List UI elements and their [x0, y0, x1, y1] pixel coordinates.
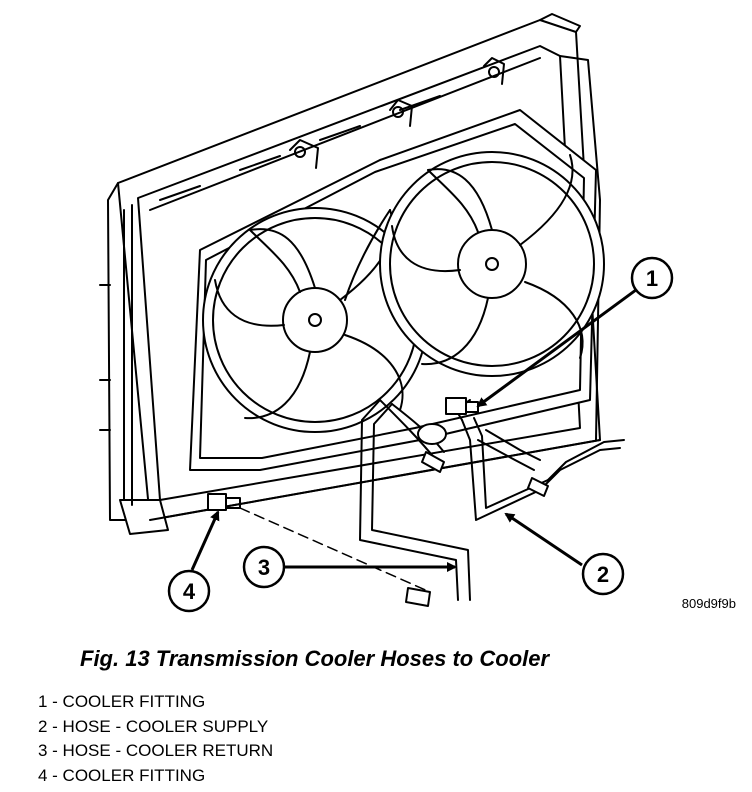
lower-cooler-fitting: [207, 493, 241, 511]
legend-item: 2 - HOSE - COOLER SUPPLY: [38, 716, 269, 736]
callout-4: 4: [167, 510, 220, 613]
callout-2-number: 2: [597, 562, 609, 587]
cooler-hoses: [359, 399, 625, 607]
figure-caption: Fig. 13 Transmission Cooler Hoses to Coo…: [80, 646, 550, 671]
callout-4-number: 4: [183, 579, 196, 604]
callout-1: 1: [476, 256, 674, 408]
callout-2: 2: [504, 512, 625, 596]
callout-3: 3: [242, 545, 457, 589]
legend-item: 4 - COOLER FITTING: [38, 765, 206, 785]
callout-3-number: 3: [258, 555, 270, 580]
legend-item: 1 - COOLER FITTING: [38, 692, 206, 711]
cooler-assembly-illustration: 1 2 3 4 809d9f9b: [99, 13, 736, 613]
left-fan: [202, 207, 428, 433]
callout-legend: 1 - COOLER FITTING 2 - HOSE - COOLER SUP…: [38, 690, 273, 788]
figure-reference-code: 809d9f9b: [682, 596, 736, 611]
legend-item: 3 - HOSE - COOLER RETURN: [38, 741, 274, 760]
upper-cooler-fitting: [445, 397, 479, 415]
callout-1-number: 1: [646, 266, 658, 291]
right-fan: [379, 151, 605, 377]
